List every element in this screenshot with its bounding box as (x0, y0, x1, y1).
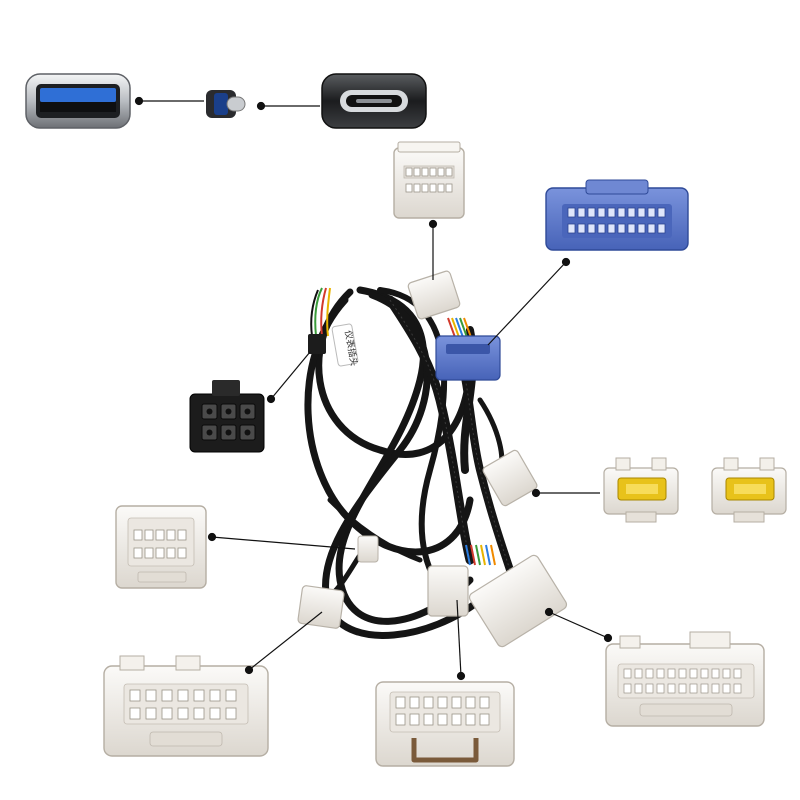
connector-white-bottom-center (375, 681, 515, 767)
harness-white-connector-center-bottom (427, 565, 469, 617)
pigtail-plug (308, 334, 326, 354)
connector-white-wide-bottom-right (605, 631, 765, 727)
connector-fuse-right (711, 457, 787, 523)
usb-leader-lines (134, 96, 320, 111)
cable-label-tag: 仪表插头 (331, 323, 360, 367)
connector-white-large-bottom-left (103, 655, 269, 757)
harness-white-connector-left-bottom (297, 585, 345, 629)
harness-white-connector-small (357, 535, 379, 563)
connector-fuse-left (603, 457, 679, 523)
connector-black-6pin (189, 380, 265, 453)
braided-sleeve (389, 299, 511, 571)
connector-leader-lines (207, 219, 613, 681)
harness-white-connector-top (407, 270, 461, 320)
colored-wires-bottom (465, 544, 496, 566)
harness-white-connector-right-bottom (468, 554, 568, 648)
usb-c-adapter (206, 90, 246, 118)
colored-wires-pigtail (310, 287, 331, 337)
usb-c-port (321, 73, 427, 129)
harness-fuse-connector (482, 449, 538, 507)
connector-white-12pin-top (393, 141, 465, 219)
harness-blue-connector (435, 335, 501, 381)
connector-blue-24pin (545, 179, 689, 251)
usb-a-port (25, 73, 131, 129)
connector-white-12pin-left (115, 505, 207, 589)
